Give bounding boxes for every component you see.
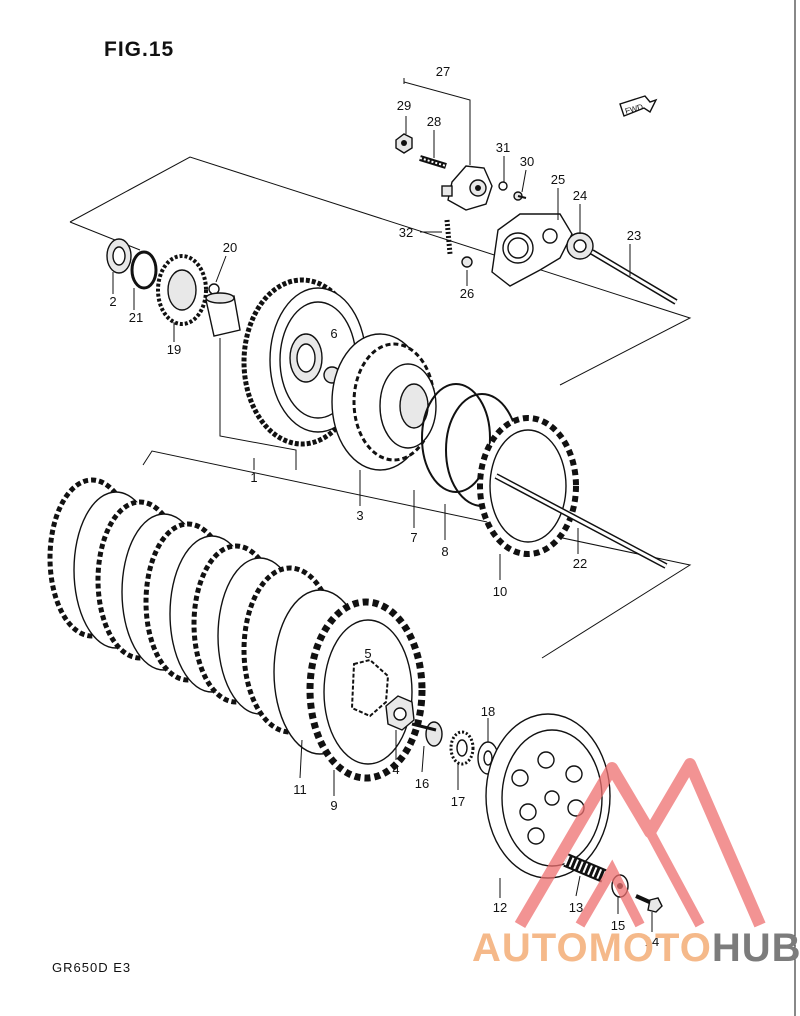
part-22-push-rod (494, 473, 668, 569)
callout-6: 6 (330, 326, 337, 341)
watermark-text-a: AUTOMOTO (472, 926, 712, 970)
boundary-lines (69, 0, 796, 1016)
callout-32: 32 (399, 225, 413, 240)
part-28-screw (419, 155, 447, 169)
model-code: GR650D E3 (52, 960, 132, 975)
callout-18: 18 (481, 704, 495, 719)
part-24-retainer (566, 232, 594, 260)
callout-24: 24 (573, 188, 587, 203)
callout-7: 7 (410, 530, 417, 545)
part-10-drive-plate (477, 415, 579, 557)
callout-1: 1 (250, 470, 257, 485)
part-32-spring (444, 219, 453, 255)
callout-4: 4 (392, 762, 399, 777)
callout-26: 26 (460, 286, 474, 301)
callout-9: 9 (330, 798, 337, 813)
callout-30: 30 (520, 154, 534, 169)
part-21-circlip (130, 250, 158, 290)
callout-labels: 27 29 28 31 30 25 24 23 32 26 20 2 21 19… (109, 64, 659, 949)
part-7-ring (421, 383, 491, 493)
callout-31: 31 (496, 140, 510, 155)
part-25-gasket-plate (491, 213, 573, 287)
part-29-nut (395, 133, 413, 154)
watermark-brand: AUTOMOTOHUB (472, 926, 800, 971)
callout-10: 10 (493, 584, 507, 599)
watermark-text-b: HUB (711, 926, 800, 970)
part-4-nut (385, 695, 415, 731)
callout-15: 15 (611, 918, 625, 933)
callout-3: 3 (356, 508, 363, 523)
figure-title: FIG.15 (104, 38, 175, 61)
callout-27: 27 (436, 64, 450, 79)
callout-8: 8 (441, 544, 448, 559)
callout-5: 5 (364, 646, 371, 661)
part-3-clutch-sleeve-hub (331, 333, 437, 471)
callout-2: 2 (109, 294, 116, 309)
callout-20: 20 (223, 240, 237, 255)
callout-13: 13 (569, 900, 583, 915)
part-17-bearing (449, 730, 475, 766)
part-1-spacer (205, 292, 241, 337)
part-16-bearing-bolt (411, 721, 443, 747)
part-23-push-rod (590, 249, 678, 305)
callout-17: 17 (451, 794, 465, 809)
fwd-arrow-icon: FWD (619, 95, 658, 117)
part-9-pressure-plate (306, 598, 426, 782)
callout-25: 25 (551, 172, 565, 187)
callout-21: 21 (129, 310, 143, 325)
part-27-release-arm (441, 165, 493, 211)
part-26-bushing (461, 256, 473, 268)
callout-23: 23 (627, 228, 641, 243)
part-14-bolt (635, 894, 663, 913)
callout-22: 22 (573, 556, 587, 571)
callout-29: 29 (397, 98, 411, 113)
callout-11: 11 (293, 782, 307, 797)
watermark-logo-icon (514, 758, 766, 929)
part-2-washer (106, 238, 132, 274)
part-13-spring (563, 853, 607, 883)
callout-12: 12 (493, 900, 507, 915)
part-30-bolt (513, 191, 527, 201)
callout-28: 28 (427, 114, 441, 129)
callout-14: 14 (645, 934, 659, 949)
part-31-pin (498, 181, 508, 191)
callout-19: 19 (167, 342, 181, 357)
callout-16: 16 (415, 776, 429, 791)
part-19-gear (156, 254, 208, 326)
leader-lines (112, 78, 653, 932)
